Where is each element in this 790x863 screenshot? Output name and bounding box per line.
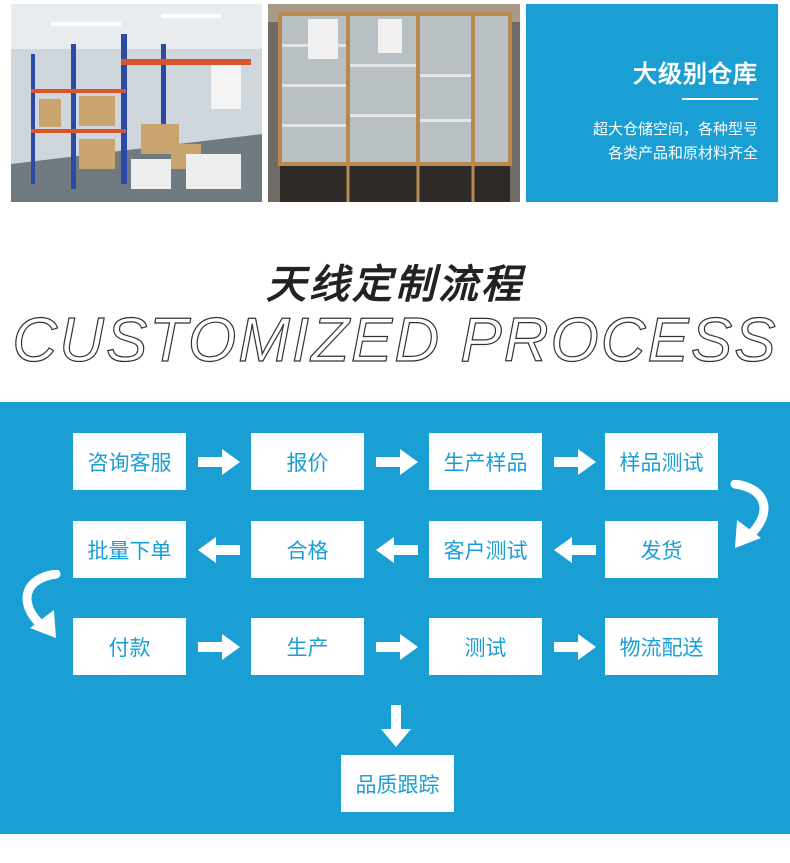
arrow-left-icon xyxy=(376,537,418,563)
step-payment: 付款 xyxy=(73,618,186,675)
step-quality-tracking: 品质跟踪 xyxy=(341,755,454,812)
step-qualified: 合格 xyxy=(251,521,364,578)
arrow-right-icon xyxy=(376,634,418,660)
section-title: 天线定制流程 xyxy=(266,262,524,308)
step-logistics: 物流配送 xyxy=(605,618,718,675)
step-quotation: 报价 xyxy=(251,433,364,490)
warehouse-desc-line-2: 各类产品和原材料齐全 xyxy=(607,144,758,162)
warehouse-info-panel: 大级别仓库 超大仓储空间，各种型号 各类产品和原材料齐全 xyxy=(526,4,778,202)
process-flow-panel: 咨询客服 报价 生产样品 样品测试 批量下单 合格 客户测试 发货 付款 生 xyxy=(0,402,790,834)
arrow-right-icon xyxy=(198,634,240,660)
warehouse-description: 超大仓储空间，各种型号 各类产品和原材料齐全 xyxy=(593,117,758,165)
step-ship: 发货 xyxy=(605,521,718,578)
curved-arrow-down-icon xyxy=(12,570,64,640)
step-sample-test: 样品测试 xyxy=(605,433,718,490)
display-cabinet-photo xyxy=(268,4,520,202)
step-consult-service: 咨询客服 xyxy=(73,433,186,490)
arrow-right-icon xyxy=(554,449,596,475)
arrow-left-icon xyxy=(198,537,240,563)
warehouse-title-underline xyxy=(682,98,758,100)
warehouse-shelves-photo xyxy=(11,4,262,202)
arrow-right-icon xyxy=(376,449,418,475)
arrow-right-icon xyxy=(198,449,240,475)
warehouse-desc-line-1: 超大仓储空间，各种型号 xyxy=(592,120,758,138)
step-customer-test: 客户测试 xyxy=(429,521,542,578)
arrow-down-icon xyxy=(381,705,411,747)
step-testing: 测试 xyxy=(429,618,542,675)
arrow-left-icon xyxy=(554,537,596,563)
step-production: 生产 xyxy=(251,618,364,675)
arrow-right-icon xyxy=(554,634,596,660)
section-subtitle: CUSTOMIZED PROCESS xyxy=(12,305,778,375)
warehouse-title: 大级别仓库 xyxy=(633,60,758,88)
curved-arrow-down-icon xyxy=(727,480,779,550)
step-bulk-order: 批量下单 xyxy=(73,521,186,578)
step-produce-sample: 生产样品 xyxy=(429,433,542,490)
